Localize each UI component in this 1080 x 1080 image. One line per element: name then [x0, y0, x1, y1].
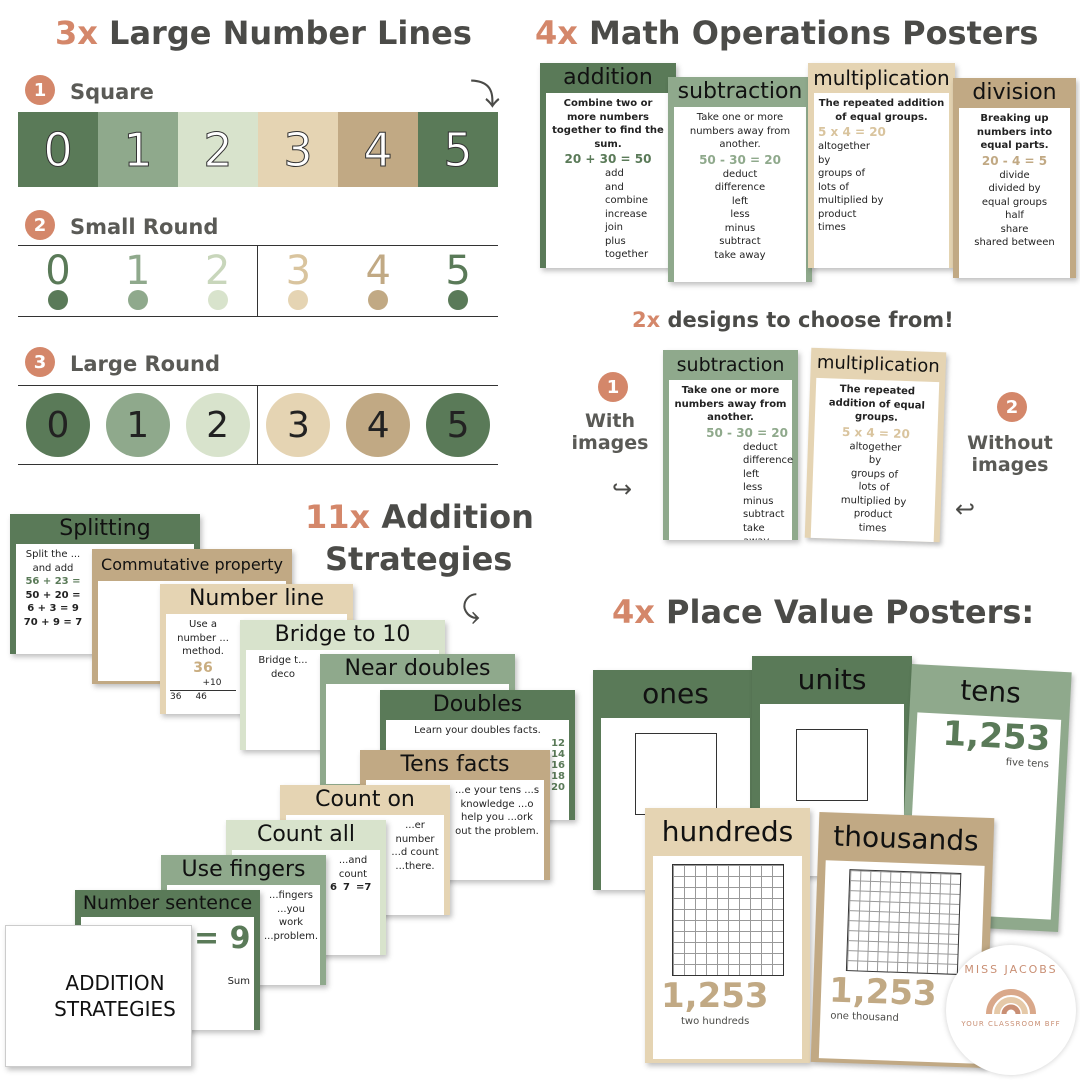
digit-circle: 4 — [346, 393, 411, 457]
style-label: Small Round — [70, 215, 219, 239]
rainbow-icon — [986, 989, 1036, 1015]
dot — [368, 290, 389, 310]
curved-arrow-icon: ⤹ — [462, 590, 480, 625]
digit: 2 — [204, 248, 231, 294]
large-round-number-line: 0 1 2 3 4 5 — [18, 385, 498, 465]
dot — [207, 290, 228, 310]
addition-strategies-cover: ADDITION STRATEGIES — [5, 925, 192, 1067]
dot — [288, 290, 309, 310]
square-number-line: 0 1 2 3 4 5 — [18, 112, 498, 187]
poster-subtraction: subtraction Take one or more numbers awa… — [668, 77, 812, 282]
option-with-images: With images — [571, 410, 649, 454]
place-value-heading: 4x Place Value Posters: — [612, 593, 1035, 631]
digit-tile: 5 — [418, 112, 498, 187]
style-number-badge: 3 — [25, 347, 55, 377]
addition-heading: 11x Addition — [305, 498, 534, 536]
style-label: Square — [70, 80, 154, 104]
curved-arrow-icon: ⤵ — [470, 78, 500, 113]
pv-poster-units: units — [752, 656, 912, 876]
digit: 5 — [445, 248, 471, 294]
poster-multiplication: multiplication The repeated addition of … — [808, 63, 955, 268]
addition-heading-line2: Strategies — [325, 540, 513, 578]
digit-tile: 4 — [338, 112, 418, 187]
digit: 0 — [45, 248, 71, 294]
digit: 4 — [365, 248, 391, 294]
style-label: Large Round — [70, 352, 221, 376]
arrow-icon: ↩ — [955, 495, 976, 523]
digit-circle: 2 — [185, 393, 250, 457]
style-number-badge: 1 — [25, 75, 55, 105]
design-without-images: multiplication The repeated addition of … — [804, 347, 947, 543]
designs-heading: 2x designs to choose from! — [632, 308, 954, 332]
digit-tile: 2 — [178, 112, 258, 187]
brand-logo: MISS JACOBS YOUR CLASSROOM BFF — [946, 945, 1076, 1075]
digit-circle: 0 — [25, 393, 90, 457]
digit-tile: 3 — [258, 112, 338, 187]
number-lines-heading: 3x Large Number Lines — [55, 14, 472, 52]
option-badge: 2 — [997, 392, 1027, 422]
option-badge: 1 — [598, 372, 628, 402]
design-with-images: subtraction Take one or more numbers awa… — [663, 350, 798, 540]
arrow-icon: ↪ — [612, 475, 633, 503]
dot — [47, 290, 68, 310]
operations-heading: 4x Math Operations Posters — [535, 14, 1039, 52]
digit: 1 — [125, 248, 151, 294]
digit-circle: 5 — [426, 393, 491, 457]
option-without-images: Without images — [967, 432, 1053, 476]
style-number-badge: 2 — [25, 210, 55, 240]
dot — [448, 290, 469, 310]
poster-division: division Breaking up numbers into equal … — [953, 78, 1076, 278]
poster-addition: addition Combine two or more numbers tog… — [540, 63, 676, 268]
digit: 3 — [285, 248, 312, 294]
dot — [127, 290, 148, 310]
digit-tile: 0 — [18, 112, 98, 187]
digit-circle: 1 — [105, 393, 170, 457]
digit-circle: 3 — [266, 393, 331, 457]
digit-tile: 1 — [98, 112, 178, 187]
small-round-number-line: 0 1 2 3 4 5 — [18, 245, 498, 317]
